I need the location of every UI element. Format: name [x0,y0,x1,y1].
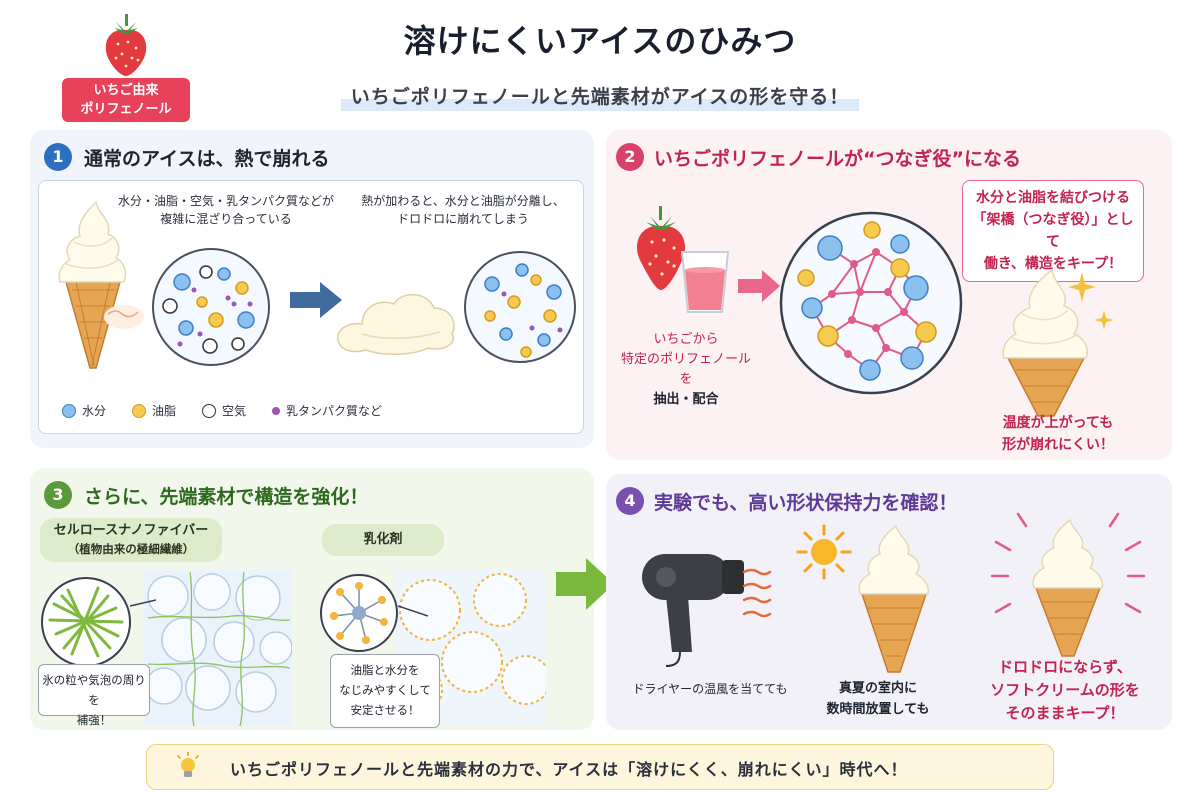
note-left-line-2: 複雑に混ざり合っている [160,212,292,226]
cnf-note-line-2: 補強！ [76,713,112,727]
emul-note-line-2: なじみやすくして [339,683,431,697]
fat-dot-icon [132,403,147,418]
panel1-note-right: 熱が加わると、水分と油脂が分離し、 ドロドロに崩れてしまう [348,192,578,228]
mixed-structure-circle [152,248,270,366]
cnf-line-1: セルロースナノファイバー [53,523,209,538]
p4-result-line-2: ソフトクリームの形を [990,681,1140,699]
melted-ice-icon [337,294,455,356]
summer-caption: 真夏の室内に 数時間放置しても [806,678,950,720]
summer-line-1: 真夏の室内に [838,681,917,696]
note-right-line-1: 熱が加わると、水分と油脂が分離し、 [361,194,565,208]
result-line-1: 温度が上がっても [1002,415,1114,431]
strawberry-icon [636,206,686,290]
heat-puff-icon [104,305,144,329]
emulsifier-molecule-circle [320,574,398,652]
badge-line-1: いちご由来 [93,83,159,98]
soft-cream-cone-icon [1002,268,1088,417]
legend-fat: 油脂 [132,402,176,419]
cnf-label-pill: セルロースナノファイバー （植物由来の極細繊維） [40,518,222,562]
juice-glass-icon [680,251,730,313]
legend-water-label: 水分 [82,404,107,418]
hair-dryer-icon [642,554,744,667]
panel4-number: 4 [616,487,644,515]
panel2-bridge-note: 水分と油脂を結びつける 「架橋（つなぎ役）」として 働き、構造をキープ！ [962,180,1144,282]
bridge-line-3: 働き、構造をキープ！ [983,256,1123,272]
strawberry-icon [105,14,147,76]
emul-note-line-3: 安定させる！ [350,703,420,717]
emul-note-line-1: 油脂と水分を [350,663,420,677]
extract-line-3: 抽出・配合 [653,392,719,407]
summary-text: いちごポリフェノールと先端素材の力で、アイスは「溶けにくく、崩れにくい」時代へ！ [230,760,908,779]
polyphenol-network-circle [779,211,963,395]
extract-line-1: いちごから [653,332,719,347]
cnf-note-line-1: 氷の粒や気泡の周りを [42,673,146,707]
extract-line-2: 特定のポリフェノールを [620,352,751,387]
panel2-title: いちごポリフェノールが“つなぎ役”になる [654,148,1021,170]
cnf-note-box: 氷の粒や気泡の周りを 補強！ [38,664,150,727]
legend-air: 空気 [202,402,246,419]
legend-protein-label: 乳タンパク質など [286,404,383,418]
hot-air-waves-icon [742,568,772,618]
panel3-title: さらに、先端素材で構造を強化！ [84,486,369,508]
air-dot-icon [202,403,217,418]
kept-shape-cone-icon [990,512,1146,657]
panel1-legend: 水分 油脂 空気 乳タンパク質など [62,402,382,419]
note-right-line-2: ドロドロに崩れてしまう [397,212,529,226]
panel2-result-note: 温度が上がっても 形が崩れにくい！ [968,412,1148,456]
arrow-right-icon [556,558,614,610]
dryer-caption: ドライヤーの温風を当てても [632,682,788,696]
legend-air-label: 空気 [222,404,247,418]
panel1-note-left: 水分・油脂・空気・乳タンパク質などが 複雑に混ざり合っている [116,192,336,228]
legend-fat-label: 油脂 [152,404,177,418]
legend-protein: 乳タンパク質など [272,402,382,419]
page-subtitle: いちごポリフェノールと先端素材がアイスの形を守る！ [340,82,860,111]
panel1-title: 通常のアイスは、熱で崩れる [84,148,330,170]
bridge-line-1: 水分と油脂を結びつける [976,190,1130,206]
panel2-number: 2 [616,143,644,171]
emulsifier-note-box: 油脂と水分を なじみやすくして 安定させる！ [330,654,440,728]
soft-cream-cone-icon [858,524,930,673]
cnf-bubbles-panel [144,570,292,726]
panel2-extract-note: いちごから 特定のポリフェノールを 抽出・配合 [618,330,754,410]
connector-line [130,599,156,607]
page-title: 溶けにくいアイスのひみつ [403,22,797,60]
cnf-fiber-closeup-circle [41,577,131,667]
panel4-result-note: ドロドロにならず、 ソフトクリームの形を そのままキープ！ [970,656,1160,725]
panel1-number: 1 [44,143,72,171]
panel3-number: 3 [44,481,72,509]
protein-dot-icon [272,406,281,415]
arrow-right-icon [290,282,342,318]
emulsifier-label-pill: 乳化剤 [322,524,444,556]
summer-line-2: 数時間放置しても [826,702,930,717]
separated-structure-circle [464,251,576,363]
soft-cream-cone-icon [58,200,127,369]
bridge-line-2: 「架橋（つなぎ役）」として [972,212,1134,250]
summary-bar [146,744,1054,790]
note-left-line-1: 水分・油脂・空気・乳タンパク質などが [117,194,334,208]
p4-result-line-1: ドロドロにならず、 [998,658,1132,676]
water-dot-icon [62,403,76,418]
panel4-title: 実験でも、高い形状保持力を確認！ [654,492,958,514]
sun-icon [796,524,852,580]
subtitle-wrap: いちごポリフェノールと先端素材がアイスの形を守る！ [0,82,1200,111]
arrow-right-icon [738,270,780,302]
legend-water: 水分 [62,402,106,419]
p4-result-line-3: そのままキープ！ [1005,704,1125,722]
connector-line [398,605,428,617]
sparkle-icon [1068,272,1114,330]
polyphenol-badge: いちご由来 ポリフェノール [62,78,190,122]
badge-line-2: ポリフェノール [80,102,172,117]
lightbulb-icon [177,752,199,777]
result-line-2: 形が崩れにくい！ [1002,437,1114,453]
cnf-line-2: （植物由来の極細繊維） [67,542,195,556]
